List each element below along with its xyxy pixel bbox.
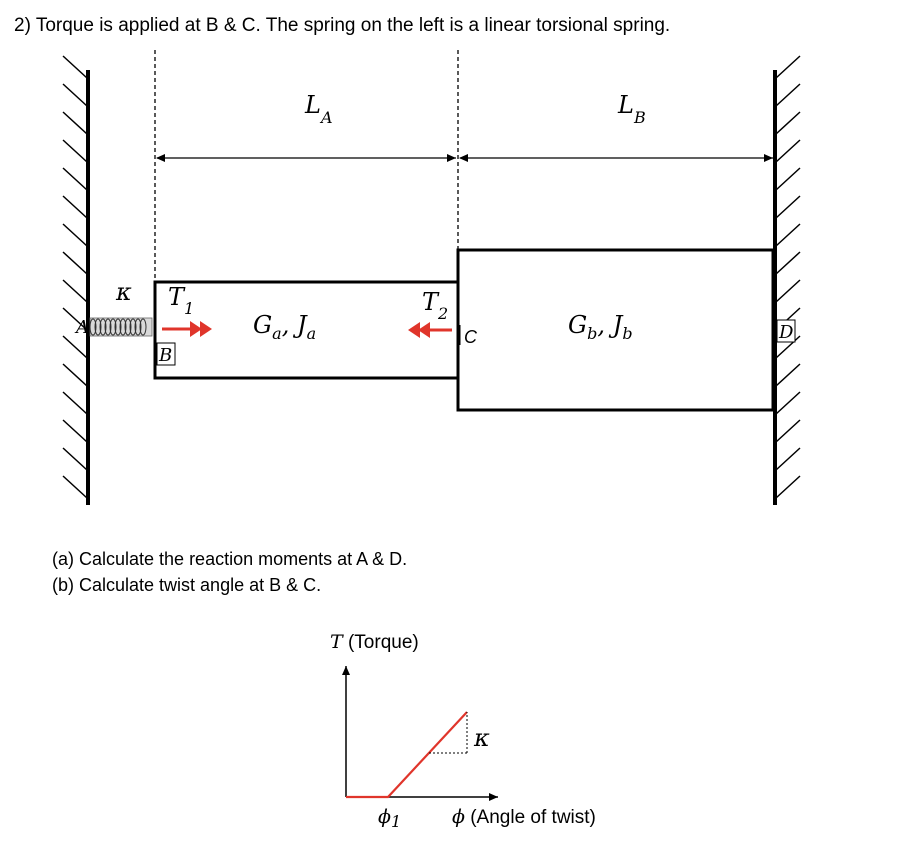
point-label-c: C <box>464 327 478 347</box>
hatch-line <box>62 111 88 135</box>
spring-coil <box>124 318 132 336</box>
spring-coil <box>129 318 137 336</box>
hatch-line <box>62 475 88 499</box>
torque-arrow-t2 <box>408 322 452 338</box>
hatch-line <box>62 83 88 107</box>
right-wall <box>773 55 801 505</box>
length-label-lb: LB <box>617 91 646 127</box>
spring-coil <box>139 318 147 336</box>
hatch-line <box>62 447 88 471</box>
spring-coil <box>89 318 97 336</box>
question-a: (a) Calculate the reaction moments at A … <box>52 549 407 569</box>
torque-twist-graph: T (Torque) κ ϕ1 ϕ (Angle of twist) <box>330 631 596 831</box>
hatch-line <box>62 251 88 275</box>
hatch-line <box>62 419 88 443</box>
length-label-la: LA <box>304 91 333 127</box>
hatch-line <box>775 111 801 135</box>
hatch-line <box>62 223 88 247</box>
hatch-line <box>775 167 801 191</box>
point-label-d-box <box>776 319 796 343</box>
hatch-line <box>62 195 88 219</box>
problem-statement: 2) Torque is applied at B & C. The sprin… <box>14 15 670 36</box>
hatch-line <box>775 83 801 107</box>
hatch-line <box>775 335 801 359</box>
point-label-a: A <box>74 317 89 338</box>
hatch-line <box>775 279 801 303</box>
hatch-line <box>62 279 88 303</box>
hatch-line <box>62 335 88 359</box>
hatch-line <box>62 391 88 415</box>
point-label-b-box <box>156 342 176 366</box>
spring-coil <box>109 318 117 336</box>
torque-arrow-t1 <box>162 321 212 337</box>
spring-coil <box>94 318 102 336</box>
hatch-line <box>62 167 88 191</box>
hatch-line <box>775 363 801 387</box>
shaft-b-properties: Gb, Jb <box>568 311 633 343</box>
hatch-line <box>775 139 801 163</box>
hatch-line <box>62 139 88 163</box>
graph-y-axis-label: T (Torque) <box>330 631 419 653</box>
spring-coil <box>114 318 122 336</box>
hatch-line <box>62 363 88 387</box>
hatch-line <box>775 223 801 247</box>
graph-response-line <box>346 711 468 799</box>
hatch-line <box>62 55 88 79</box>
spring-coil <box>119 318 127 336</box>
hatch-line <box>62 307 88 331</box>
graph-x-axis-label: ϕ (Angle of twist) <box>452 806 596 828</box>
hatch-line <box>775 419 801 443</box>
left-wall <box>62 55 90 505</box>
left-wall-hatching <box>62 55 88 499</box>
hatch-line <box>775 251 801 275</box>
shaft-b <box>456 248 775 412</box>
point-label-b: B <box>158 345 172 366</box>
graph-slope-label: κ <box>473 724 490 752</box>
spring-coil <box>104 318 112 336</box>
hatch-line <box>775 475 801 499</box>
graph-phi1-label: ϕ1 <box>378 806 401 831</box>
torsional-spring <box>89 317 153 337</box>
torque-label-t1: T1 <box>168 283 194 318</box>
right-wall-hatching <box>775 55 801 499</box>
hatch-line <box>775 447 801 471</box>
hatch-line <box>775 391 801 415</box>
hatch-line <box>775 195 801 219</box>
torque-label-t2: T2 <box>422 288 448 323</box>
spring-constant-label: κ <box>115 278 132 306</box>
spring-coil <box>134 318 142 336</box>
spring-coil <box>99 318 107 336</box>
question-b: (b) Calculate twist angle at B & C. <box>52 575 321 595</box>
shaft-a-properties: Ga, Ja <box>253 311 316 343</box>
hatch-line <box>775 55 801 79</box>
point-label-d: D <box>778 322 794 343</box>
